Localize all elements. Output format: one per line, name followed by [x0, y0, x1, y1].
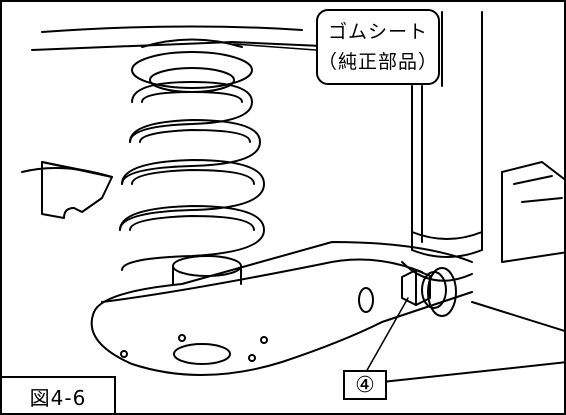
- left-bracket: [41, 161, 113, 219]
- callout-line-1: ゴムシート: [327, 21, 428, 43]
- figure-number-label: 図4-6: [2, 376, 116, 413]
- body-panel: [21, 167, 113, 178]
- part-number-label: ④: [343, 370, 387, 400]
- coil-spring: [119, 81, 265, 271]
- callout-line-2: （純正部品）: [318, 51, 439, 73]
- body-panel: [31, 41, 323, 51]
- part-leader-line: [365, 297, 409, 373]
- lower-control-arm: [90, 241, 473, 377]
- upper-spring-seat: [131, 38, 253, 93]
- right-structure: [381, 161, 564, 383]
- body-panel: [41, 25, 303, 33]
- shock-absorber: [401, 11, 483, 282]
- bolt: [401, 267, 457, 317]
- callout-leader-line: [233, 43, 317, 51]
- callout-label: ゴムシート （純正部品）: [316, 9, 440, 85]
